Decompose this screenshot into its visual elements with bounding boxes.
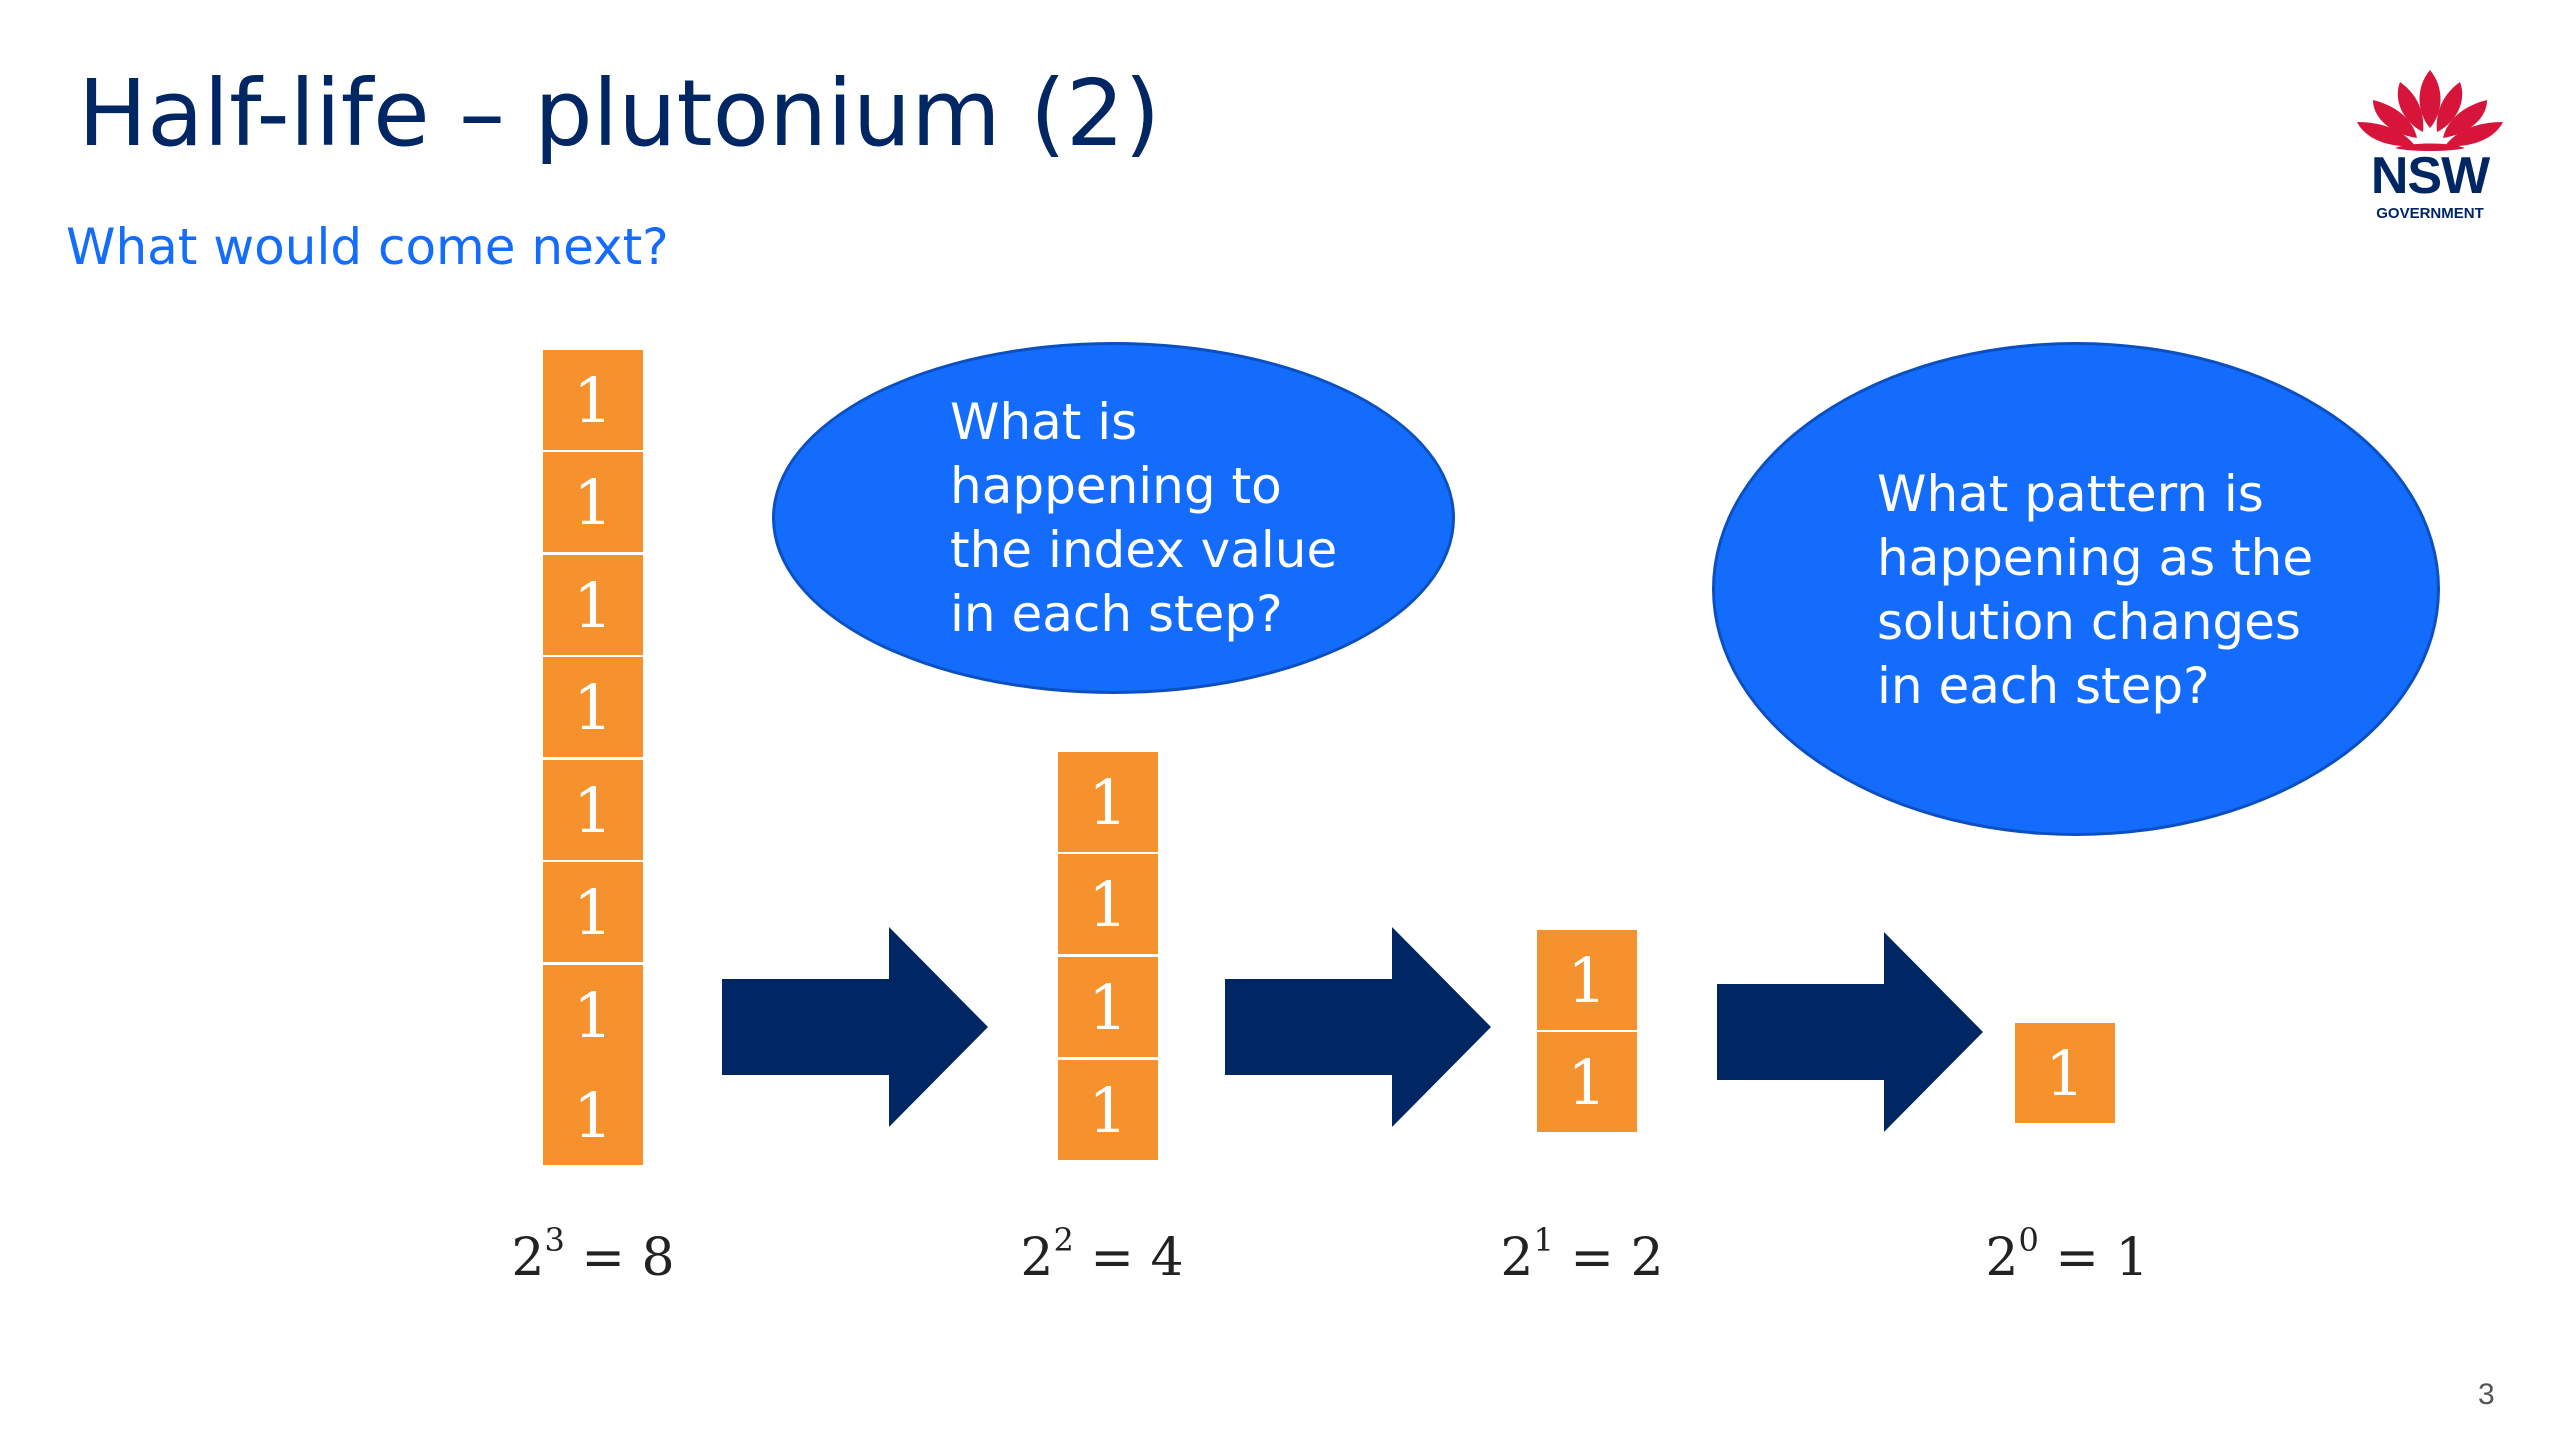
equation-result: = 8 [581, 1228, 675, 1288]
question-text-index: What is happening to the index value in … [950, 390, 1337, 646]
question-line: happening as the [1877, 529, 2314, 587]
unit-block: 1 [1058, 854, 1158, 954]
unit-block: 1 [1058, 957, 1158, 1057]
equation-exponent: 0 [2018, 1221, 2039, 1259]
question-line: the index value [950, 521, 1338, 579]
question-text-pattern: What pattern is happening as the solutio… [1877, 462, 2313, 718]
block-stack-4: 1 1 1 1 [1058, 752, 1158, 1160]
unit-block: 1 [543, 350, 643, 450]
waratah-icon [2357, 70, 2503, 151]
unit-block: 1 [2015, 1023, 2115, 1123]
nsw-government-logo: NSW GOVERNMENT [2355, 68, 2505, 228]
logo-wordmark: NSW [2370, 147, 2490, 205]
question-line: What is [950, 393, 1138, 451]
equation-exponent: 2 [1053, 1221, 1074, 1259]
slide-title: Half-life – plutonium (2) [78, 60, 1161, 167]
question-bubble-index [772, 342, 1455, 694]
question-line: solution changes [1877, 593, 2301, 651]
slide-subtitle: What would come next? [66, 218, 669, 276]
unit-block: 1 [543, 657, 643, 757]
block-stack-2: 1 1 [1537, 930, 1637, 1132]
equation-2-to-1: 21 = 2 [1432, 1224, 1732, 1288]
equation-2-to-0: 20 = 1 [1917, 1224, 2217, 1288]
unit-block: 1 [1058, 752, 1158, 852]
unit-block: 1 [543, 1065, 643, 1165]
equation-2-squared: 22 = 4 [952, 1224, 1252, 1288]
equation-exponent: 3 [544, 1221, 565, 1259]
slide-number: 3 [2478, 1378, 2495, 1411]
equation-2-cubed: 23 = 8 [443, 1224, 743, 1288]
question-line: What pattern is [1877, 465, 2264, 523]
unit-block: 1 [1537, 930, 1637, 1030]
unit-block: 1 [543, 452, 643, 552]
block-stack-1: 1 [2015, 1023, 2115, 1123]
equation-base: 2 [1020, 1228, 1054, 1288]
equation-base: 2 [511, 1228, 545, 1288]
question-line: in each step? [1877, 657, 2210, 715]
right-arrow-icon [1717, 932, 1983, 1132]
equation-result: = 1 [2055, 1228, 2149, 1288]
equation-exponent: 1 [1533, 1221, 1554, 1259]
right-arrow-icon [722, 927, 988, 1127]
block-stack-8: 1 1 1 1 1 1 1 1 [543, 350, 643, 1165]
question-bubble-pattern [1712, 342, 2440, 836]
unit-block: 1 [543, 760, 643, 860]
unit-block: 1 [543, 555, 643, 655]
unit-block: 1 [543, 965, 643, 1065]
question-line: happening to [950, 457, 1282, 515]
unit-block: 1 [1058, 1060, 1158, 1160]
equation-result: = 2 [1570, 1228, 1664, 1288]
unit-block: 1 [1537, 1032, 1637, 1132]
equation-base: 2 [1985, 1228, 2019, 1288]
equation-base: 2 [1500, 1228, 1534, 1288]
equation-result: = 4 [1090, 1228, 1184, 1288]
logo-subtext: GOVERNMENT [2376, 205, 2484, 222]
unit-block: 1 [543, 862, 643, 962]
question-line: in each step? [950, 585, 1283, 643]
right-arrow-icon [1225, 927, 1491, 1127]
